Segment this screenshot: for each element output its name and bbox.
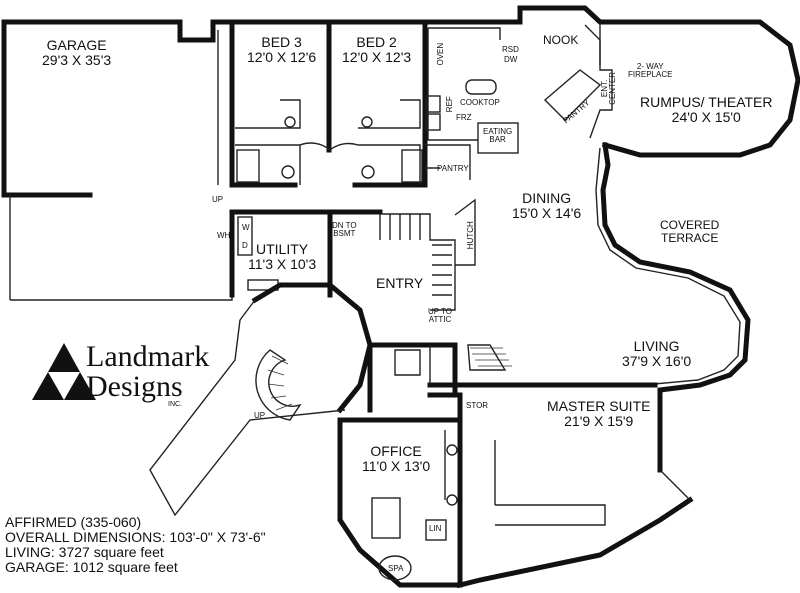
entry-label: ENTRY: [376, 275, 424, 291]
plan-id: AFFIRMED (335-060): [5, 514, 142, 530]
living-area: LIVING: 3727 square feet: [5, 544, 164, 560]
plan-stats: AFFIRMED (335-060) OVERALL DIMENSIONS: 1…: [5, 515, 266, 575]
nook-label: NOOK: [543, 33, 579, 47]
master-suite: [457, 392, 694, 589]
storage-label: STOR: [466, 401, 489, 410]
spa-label: SPA: [388, 564, 404, 573]
ent-center-label: ENT.CENTER: [600, 71, 618, 105]
kitchen-pantry-label: PANTRY: [437, 164, 469, 173]
hutch-label: HUTCH: [465, 221, 475, 250]
water-heater-label: WH: [217, 231, 231, 240]
rsd-label: RSD: [502, 45, 519, 54]
dw-label: DW: [504, 55, 518, 64]
linen-label: LIN: [429, 524, 442, 533]
terrace-living: [427, 142, 751, 473]
overall-dimensions: OVERALL DIMENSIONS: 103'-0" X 73'-6": [5, 529, 266, 545]
dryer-label: D: [242, 241, 248, 250]
logo-name-line1: Landmark: [86, 340, 210, 373]
cooktop-label: COOKTOP: [460, 98, 500, 107]
garage-walls: [1, 19, 235, 301]
frz-label: FRZ: [456, 113, 472, 122]
logo-inc: INC.: [168, 401, 182, 408]
octagon-entry: [149, 282, 373, 517]
washer-label: W: [242, 223, 250, 232]
kitchen: [422, 19, 523, 180]
garage-area: GARAGE: 1012 square feet: [5, 559, 178, 575]
landmark-logo-mark: [32, 343, 96, 400]
dining-entry: [229, 198, 476, 311]
logo-name-line2: Designs: [86, 370, 183, 403]
garage-up-label: UP: [212, 195, 224, 204]
ref-label: REF: [444, 96, 454, 113]
oven-label: OVEN: [436, 42, 446, 66]
nook-rumpus: [517, 5, 800, 158]
walkway-up-label: UP: [254, 411, 266, 420]
